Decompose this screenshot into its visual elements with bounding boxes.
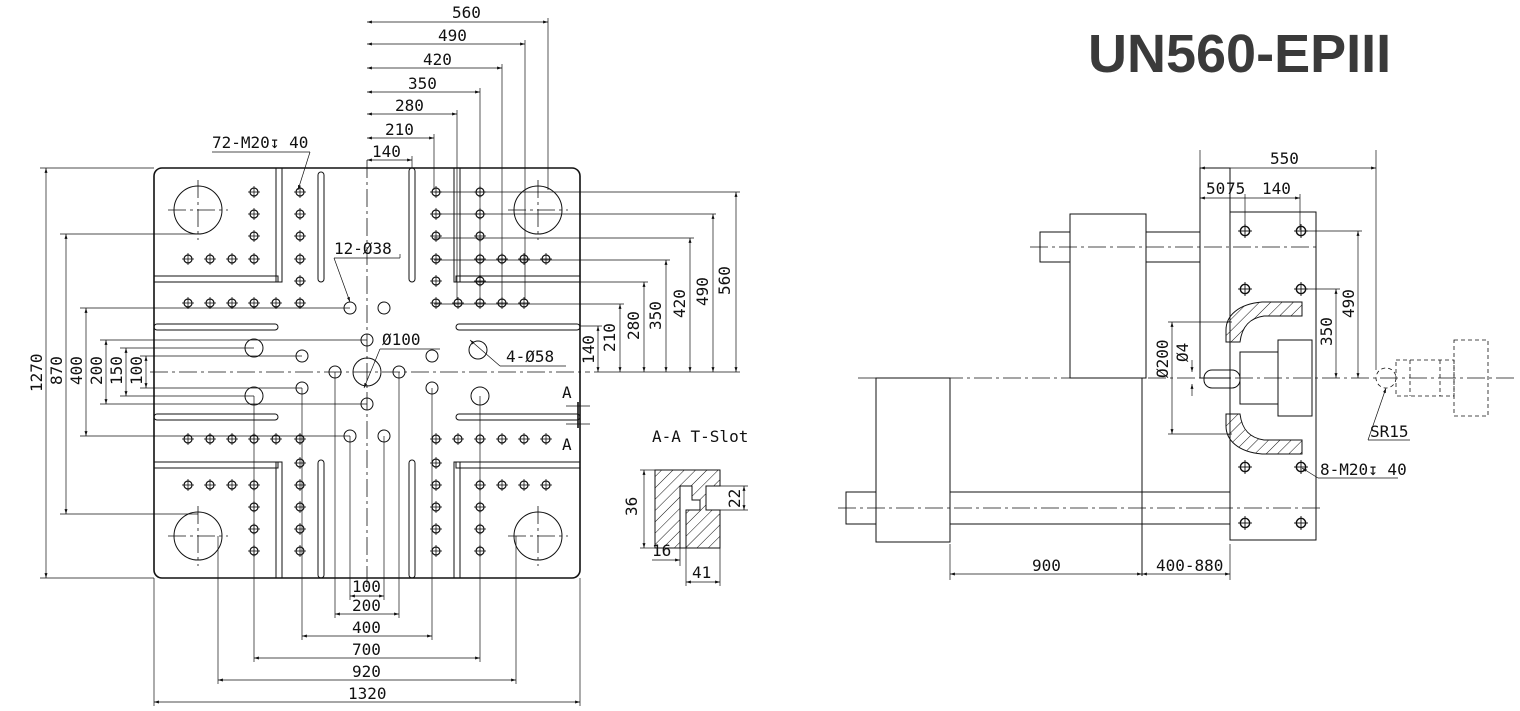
t-slot-dim-36: 36 xyxy=(622,497,641,516)
side-dim-75: 75 xyxy=(1226,179,1245,198)
callout-12-holes: 12-Ø38 xyxy=(334,239,392,258)
tie-bar-holes xyxy=(168,180,568,566)
t-slot-dim-16: 16 xyxy=(652,541,671,560)
callout-72-m20: 72-M20↧ 40 xyxy=(212,133,308,152)
right-dim-280: 280 xyxy=(624,311,643,340)
callout-8-m20: 8-M20↧ 40 xyxy=(1320,460,1407,479)
top-dim-280: 280 xyxy=(395,96,424,115)
platen-callout-leaders xyxy=(212,151,566,389)
right-dim-490: 490 xyxy=(693,277,712,306)
side-view xyxy=(838,150,1515,580)
platen-front-view: 560 490 420 350 280 210 140 560 490 420 xyxy=(27,3,740,706)
side-dim-50: 50 xyxy=(1206,179,1225,198)
t-slot-title: A-A T-Slot xyxy=(652,427,748,446)
t-slot-dim-41: 41 xyxy=(692,563,711,582)
section-mark-a-bottom: A xyxy=(562,435,572,454)
section-mark-a-top: A xyxy=(562,383,572,402)
left-dim-870: 870 xyxy=(47,356,66,385)
top-dim-350: 350 xyxy=(408,74,437,93)
right-dim-350: 350 xyxy=(646,301,665,330)
callout-tie-bar: 4-Ø58 xyxy=(506,347,554,366)
side-dim-490: 490 xyxy=(1339,289,1358,318)
side-dim-dia-4: Ø4 xyxy=(1173,343,1192,362)
left-dim-400: 400 xyxy=(67,356,86,385)
t-slot-dim-22: 22 xyxy=(725,489,744,508)
side-dim-550: 550 xyxy=(1270,149,1299,168)
right-dim-420: 420 xyxy=(670,289,689,318)
bottom-dim-920: 920 xyxy=(352,662,381,681)
bottom-dim-1320: 1320 xyxy=(348,684,387,703)
t-slot-section: A-A T-Slot xyxy=(640,427,748,586)
right-dim-560: 560 xyxy=(715,266,734,295)
top-dimension-lines xyxy=(367,18,549,300)
right-dimension-lines xyxy=(434,191,740,373)
top-dim-420: 420 xyxy=(423,50,452,69)
bottom-dim-400: 400 xyxy=(352,618,381,637)
top-dim-560: 560 xyxy=(452,3,481,22)
side-dim-140: 140 xyxy=(1262,179,1291,198)
left-dim-200: 200 xyxy=(87,356,106,385)
top-dim-490: 490 xyxy=(438,26,467,45)
left-dim-100: 100 xyxy=(127,356,146,385)
right-dim-210: 210 xyxy=(600,323,619,352)
side-dim-350: 350 xyxy=(1317,317,1336,346)
bottom-dim-200: 200 xyxy=(352,596,381,615)
machine-title: UN560-EPIII xyxy=(1088,24,1391,84)
bottom-dimension-lines xyxy=(153,372,581,706)
section-marks xyxy=(566,402,590,428)
side-dim-dia-200: Ø200 xyxy=(1153,339,1172,378)
callout-sr15: SR15 xyxy=(1370,422,1409,441)
left-dim-1270: 1270 xyxy=(27,353,46,392)
callout-center-bore: Ø100 xyxy=(382,330,421,349)
side-dim-900: 900 xyxy=(1032,556,1061,575)
left-dimension-lines xyxy=(40,167,367,579)
t-slots xyxy=(153,167,581,579)
left-dim-150: 150 xyxy=(107,356,126,385)
bottom-dim-700: 700 xyxy=(352,640,381,659)
top-dim-140: 140 xyxy=(372,142,401,161)
bottom-dim-100: 100 xyxy=(352,577,381,596)
right-dim-140: 140 xyxy=(579,335,598,364)
top-dim-210: 210 xyxy=(385,120,414,139)
side-dim-400-880: 400-880 xyxy=(1156,556,1223,575)
